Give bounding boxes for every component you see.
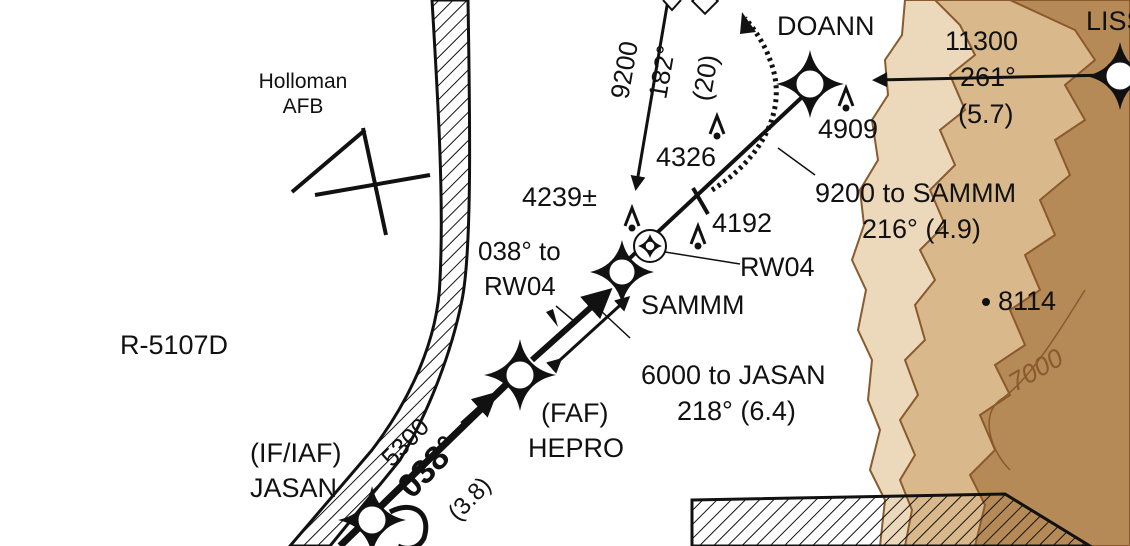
obstacle-icon — [708, 111, 726, 140]
rw04-label: RW04 — [740, 252, 815, 282]
doann-label: DOANN — [777, 11, 875, 41]
missed-leg-line — [546, 295, 631, 374]
fix-hepro[interactable] — [484, 339, 556, 411]
obstacle-elev-4326: 4326 — [656, 142, 716, 172]
contour-line — [988, 289, 1086, 471]
fix-jasan[interactable] — [338, 486, 429, 546]
obstacle-elev-4909: 4909 — [818, 114, 878, 144]
jasan-label: JASAN — [250, 473, 337, 503]
fix-doann[interactable] — [776, 50, 844, 118]
to-rw04-line1: 038° to — [478, 236, 561, 266]
approach-dist: (3.8) — [443, 472, 497, 526]
obstacle-elev-4239: 4239± — [522, 182, 597, 212]
north-leg-course: 182° — [642, 43, 681, 101]
jasan-role-label: (IF/IAF) — [250, 438, 341, 468]
fix-sammm[interactable] — [590, 240, 654, 304]
jasan-leg-line1: 6000 to JASAN — [641, 360, 826, 390]
airport-label-line1: Holloman — [259, 70, 348, 93]
airport-label-line2: AFB — [283, 95, 324, 118]
hepro-label: HEPRO — [528, 433, 624, 463]
sammm-leg-line2: 216° (4.9) — [862, 214, 981, 244]
obstacle-icon — [623, 203, 641, 232]
east-leg-dist: (5.7) — [958, 99, 1014, 129]
liss-label: LISS — [1086, 6, 1130, 36]
stepdown-tick — [691, 187, 710, 215]
restricted-area-label: R-5107D — [120, 330, 228, 360]
north-leg-alt: 9200 — [604, 39, 644, 101]
spot-elevation-label: 8114 — [998, 286, 1056, 316]
leader-lines — [555, 147, 816, 339]
hepro-role-label: (FAF) — [541, 398, 609, 428]
restricted-area-south — [690, 492, 1093, 546]
north-leg-line — [630, 0, 670, 191]
obstacle-icon — [837, 83, 855, 112]
obstacle-elev-4192: 4192 — [712, 208, 772, 238]
obstacle-icon — [689, 221, 707, 250]
fix-liss[interactable] — [1086, 42, 1130, 110]
east-leg-line — [872, 72, 1111, 88]
spot-elevation-dot — [982, 298, 990, 306]
restricted-area-boundary — [288, 0, 472, 546]
sammm-label: SAMMM — [641, 290, 745, 320]
obstacle-icons — [623, 83, 855, 250]
east-leg-alt: 11300 — [945, 26, 1018, 56]
sammm-leg-line1: 9200 to SAMMM — [815, 178, 1016, 208]
rw04-waypoint-icon[interactable] — [633, 229, 667, 263]
airport-runways — [290, 127, 431, 236]
missed-approach-arrowhead — [740, 12, 756, 34]
terrain — [850, 0, 1130, 546]
jasan-leg-line2: 218° (6.4) — [677, 396, 796, 426]
to-rw04-line2: RW04 — [484, 271, 556, 301]
top-waypoint-icons — [662, 0, 720, 16]
leader-arrow — [546, 309, 558, 327]
missed-approach-path — [710, 16, 779, 193]
east-leg-course: 261° — [960, 62, 1016, 92]
north-leg-dist: (20) — [686, 52, 724, 103]
